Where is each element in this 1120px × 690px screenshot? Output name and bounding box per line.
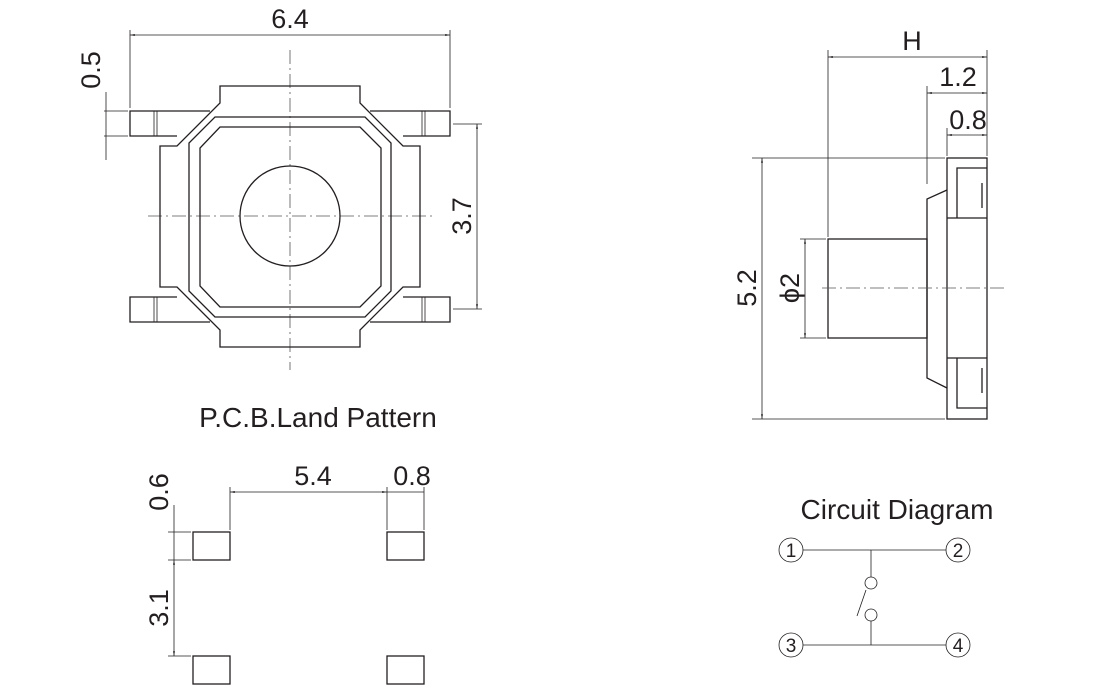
pin-label: 1: [786, 541, 797, 562]
side-plunger: [827, 238, 928, 339]
dim-lead-pitch: 3.7: [447, 197, 477, 235]
pin-4: 4: [945, 632, 971, 658]
dim-body: 5.2: [732, 269, 762, 307]
dim-plunger-base: 1.2: [939, 62, 977, 92]
dim-width: 6.4: [271, 4, 309, 34]
top-view: 6.4 0.5 3.7: [76, 4, 482, 370]
pin-2: 2: [945, 537, 971, 563]
pad: [386, 655, 425, 685]
dim-height: H: [902, 26, 922, 56]
side-view: H 1.2 0.8 5.2 ϕ2: [732, 26, 1005, 420]
dim-plunger-dia: ϕ2: [775, 273, 805, 303]
plunger-circle: [239, 165, 341, 267]
body-outline: [159, 85, 421, 348]
pcb-title: P.C.B.Land Pattern: [199, 402, 437, 433]
pad: [192, 655, 231, 685]
circuit-diagram: Circuit Diagram 1 2 3 4: [778, 494, 994, 658]
pin-label: 3: [786, 636, 797, 657]
pin-3: 3: [778, 632, 804, 658]
cover-outer: [188, 116, 392, 318]
dim-pad-height: 0.6: [144, 473, 174, 511]
dim-lead-width: 0.5: [76, 51, 106, 89]
dim-pad-width: 0.8: [393, 461, 431, 491]
side-flange: [926, 189, 948, 389]
dim-pitch-x: 5.4: [294, 461, 332, 491]
leads: [129, 110, 451, 323]
dim-base: 0.8: [949, 105, 987, 135]
dim-pitch-y: 3.1: [144, 589, 174, 627]
switch-contact: [856, 589, 867, 617]
pad: [192, 531, 231, 561]
pin-1: 1: [778, 537, 804, 563]
cover-inner: [199, 126, 382, 308]
pcb-land-pattern: P.C.B.Land Pattern 5.4 0.8 0.6 3.1: [144, 402, 437, 685]
pin-label: 4: [953, 636, 964, 657]
pin-label: 2: [953, 541, 964, 562]
side-body: [946, 157, 988, 420]
pad: [386, 531, 425, 561]
circuit-title: Circuit Diagram: [801, 494, 994, 525]
